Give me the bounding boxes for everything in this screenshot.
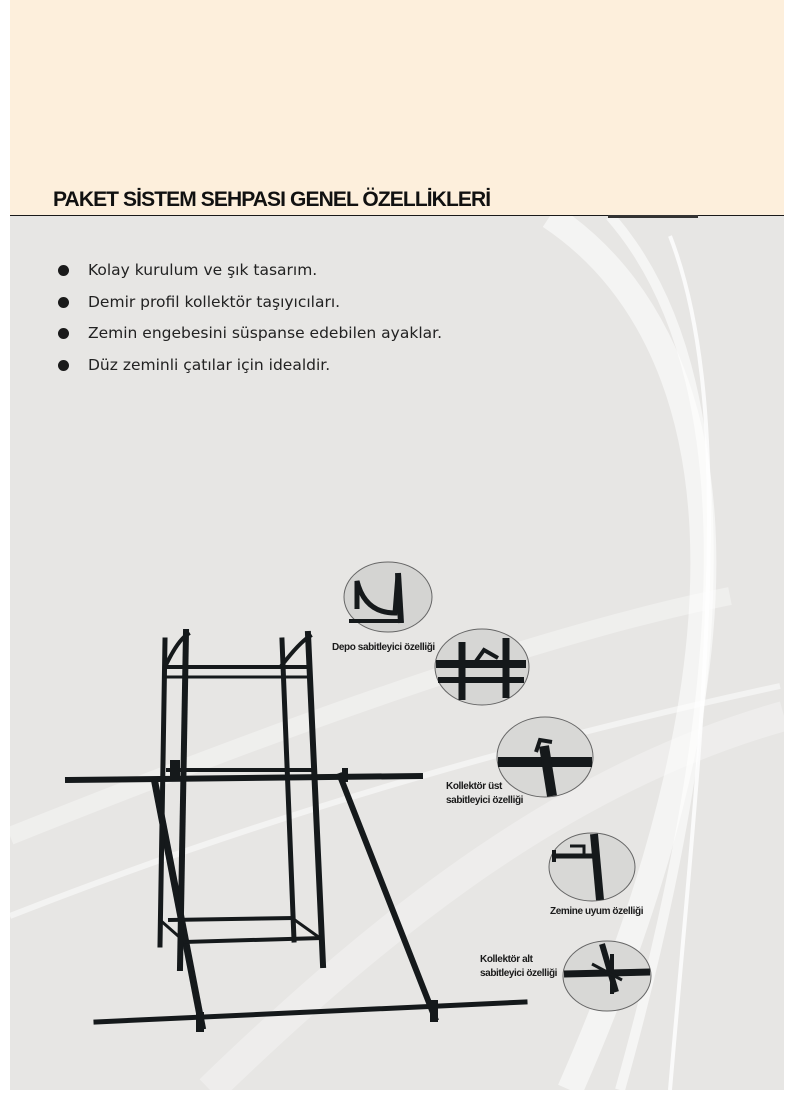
bullet-icon <box>58 359 69 371</box>
stand-illustration <box>64 628 528 1032</box>
detail-label-kollektor-alt: Kollektör alt sabitleyici özelliği <box>480 954 558 979</box>
title-underline-accent <box>608 215 698 218</box>
detail-label-depo: Depo sabitleyici özelliği <box>332 642 435 653</box>
feature-text: Düz zeminli çatılar için idealdir. <box>88 355 331 374</box>
header-band <box>10 0 784 216</box>
bullet-icon <box>58 265 69 276</box>
detail-photo-kollektor-ust <box>496 716 594 798</box>
detail-label-zemine-uyum: Zemine uyum özelliği <box>550 906 644 917</box>
feature-item: Düz zeminli çatılar için idealdir. <box>58 355 442 387</box>
detail-photo-depo <box>343 561 433 633</box>
feature-text: Zemin engebesini süspanse edebilen ayakl… <box>88 324 443 342</box>
feature-text: Kolay kurulum ve şık tasarım. <box>88 261 318 279</box>
detail-photo-depo-closeup <box>434 628 530 706</box>
title-underline <box>10 215 784 216</box>
detail-label-kollektor-ust: Kollektör üst sabitleyici özelliği <box>446 781 524 806</box>
feature-item: Zemin engebesini süspanse edebilen ayakl… <box>58 323 442 355</box>
bullet-icon <box>58 296 69 308</box>
feature-item: Kolay kurulum ve şık tasarım. <box>58 260 442 292</box>
feature-list: Kolay kurulum ve şık tasarım. Demir prof… <box>58 260 442 386</box>
detail-photo-zemine-uyum <box>548 832 636 902</box>
feature-text: Demir profil kollektör taşıyıcıları. <box>88 292 341 311</box>
background-swoosh <box>10 216 784 1090</box>
detail-photo-kollektor-alt <box>562 940 652 1012</box>
bullet-icon <box>58 328 69 339</box>
feature-item: Demir profil kollektör taşıyıcıları. <box>58 292 442 324</box>
catalog-page: PAKET SİSTEM SEHPASI GENEL ÖZELLİKLERİ K… <box>10 0 784 1090</box>
page-title: PAKET SİSTEM SEHPASI GENEL ÖZELLİKLERİ <box>53 188 491 211</box>
